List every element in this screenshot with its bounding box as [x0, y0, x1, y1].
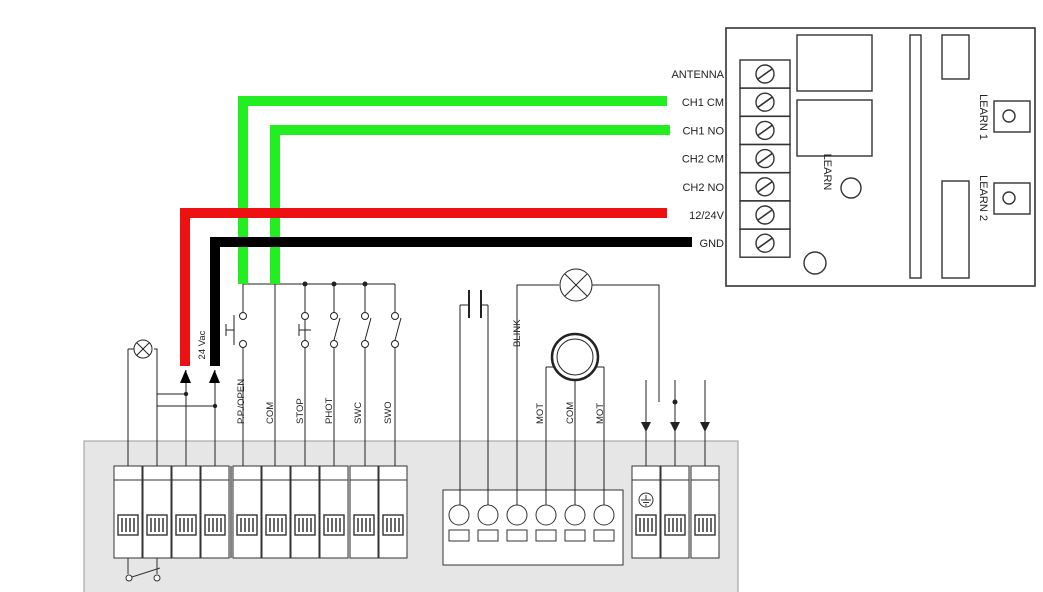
earth-terminal-block [631, 465, 720, 559]
left-terminal-block [113, 465, 408, 559]
board-terminal-1[interactable] [113, 465, 143, 559]
center-label-com-3: COM [565, 402, 576, 424]
control-board [83, 440, 739, 592]
receiver-chip [941, 34, 970, 80]
center-label-mot-2: MOT [535, 403, 546, 424]
center-label-blink-1: BLINK [512, 319, 523, 347]
board-label-swo: SWO [383, 401, 394, 424]
receiver-module: LEARN LEARN 1 LEARN 2 [725, 27, 1036, 287]
receiver-terminal-ch1-cm[interactable] [739, 87, 791, 117]
blink-lamp-icon [559, 268, 593, 302]
ground-symbol-icon [638, 492, 654, 508]
board-label-stop: STOP [295, 398, 306, 424]
board-label-com: COM [265, 402, 276, 424]
receiver-label-ch2-cm: CH2 CM [682, 154, 724, 166]
motor-icon [550, 332, 600, 382]
supply-arrows-icon [180, 370, 220, 383]
receiver-label-12-24v: 12/24V [689, 210, 725, 222]
receiver-label-gnd: GND [700, 238, 725, 250]
pushbutton-open-icon [225, 312, 247, 348]
plug-pin-1[interactable] [448, 504, 470, 542]
capacitor-icon [468, 290, 482, 318]
indicator-lamp-icon [128, 339, 153, 359]
board-label-phot: PHOT [324, 397, 335, 424]
board-terminal-labels: P.P./OPEN COM STOP PHOT SWC SWO [236, 379, 394, 424]
ch1-no-wire [270, 125, 670, 284]
colored-wires [180, 96, 692, 366]
center-plug-block [442, 489, 624, 566]
gnd-wire [210, 237, 692, 366]
board-terminal-2[interactable] [142, 465, 172, 559]
receiver-terminal-antenna[interactable] [739, 59, 791, 89]
thin-wires [127, 283, 706, 558]
junction-dots [183, 281, 678, 409]
receiver-terminal-ch1-no[interactable] [739, 115, 791, 146]
board-terminal-9[interactable] [349, 465, 379, 559]
receiver-label-ch2-no: CH2 NO [682, 182, 724, 194]
learn-1-button[interactable] [993, 100, 1031, 133]
board-terminal-3[interactable] [171, 465, 201, 559]
power-wire [180, 208, 667, 366]
receiver-terminal-12-24v[interactable] [739, 200, 791, 230]
swo-contact-icon [391, 312, 402, 348]
receiver-terminal-gnd[interactable] [739, 228, 791, 258]
receiver-label-ch1-cm: CH1 CM [682, 97, 724, 109]
receiver-module-slot [941, 180, 970, 279]
board-terminal-4[interactable] [200, 465, 230, 559]
board-terminal-8[interactable] [319, 465, 349, 559]
pushbutton-stop-icon [298, 312, 311, 348]
plug-pin-6[interactable] [593, 504, 615, 542]
receiver-terminal-labels: ANTENNA CH1 CM CH1 NO CH2 CM CH2 NO 12/24V GND [671, 69, 724, 250]
center-terminal-labels: BLINK MOT COM MOT [512, 319, 606, 424]
receiver-terminal-ch2-cm[interactable] [739, 143, 791, 174]
learn-led-icon [840, 177, 862, 199]
supply-label: 24 Vac [197, 330, 208, 359]
receiver-label-antenna: ANTENNA [671, 69, 724, 81]
learn-1-label: LEARN 1 [977, 94, 989, 140]
receiver-terminal-ch2-no[interactable] [739, 172, 791, 202]
receiver-relay-2 [796, 99, 873, 157]
board-terminal-7[interactable] [290, 465, 320, 559]
earth-terminal-1[interactable] [631, 465, 661, 559]
receiver-relay-1 [796, 34, 873, 92]
center-label-mot-4: MOT [595, 403, 606, 424]
swc-contact-icon [361, 312, 372, 348]
learn-center-label: LEARN [821, 154, 833, 191]
phot-contact-icon [330, 312, 341, 348]
receiver-label-ch1-no: CH1 NO [682, 125, 724, 137]
receiver-hole-icon [803, 251, 827, 275]
plug-pin-4[interactable] [535, 504, 557, 542]
board-label-p-p-open: P.P./OPEN [236, 379, 247, 424]
board-terminal-10[interactable] [378, 465, 408, 559]
board-terminal-6[interactable] [261, 465, 291, 559]
receiver-board-strip [909, 34, 922, 279]
board-terminal-5[interactable] [232, 465, 262, 559]
switch-symbol-icon [125, 558, 161, 582]
earth-terminal-2[interactable] [660, 465, 690, 559]
earth-terminal-3[interactable] [690, 465, 720, 559]
learn-2-button[interactable] [993, 182, 1031, 215]
board-label-swc: SWC [353, 402, 364, 424]
mains-arrows-icon [641, 422, 710, 432]
learn-2-label: LEARN 2 [977, 175, 989, 221]
ch1-cm-wire [238, 96, 667, 284]
